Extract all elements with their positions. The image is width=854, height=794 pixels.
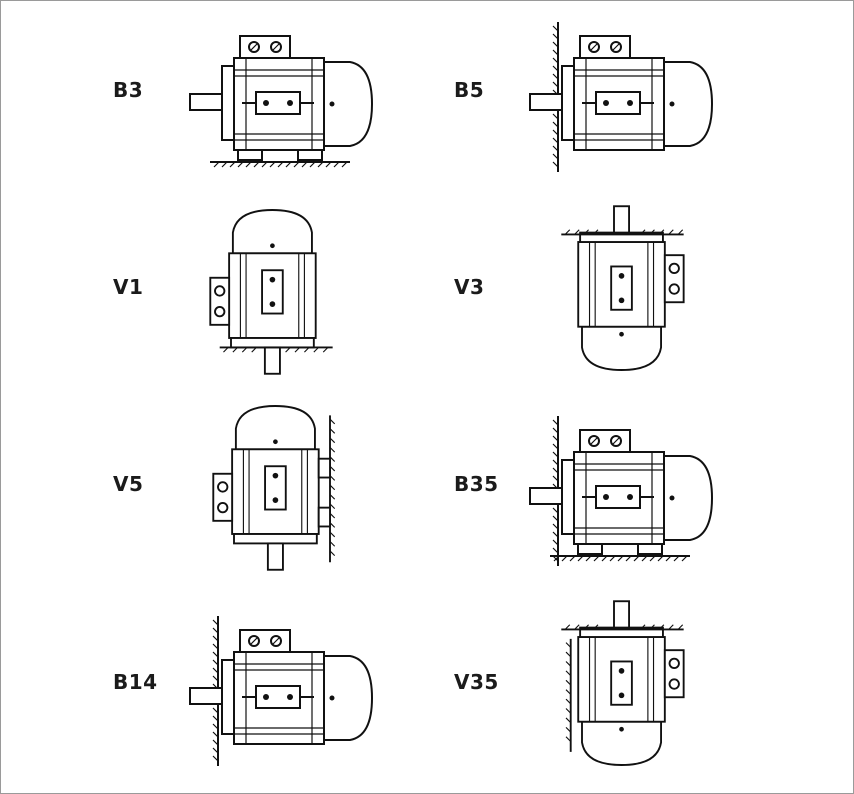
motor-drawing-v35 — [556, 600, 736, 766]
mounting-label-b3: B3 — [113, 78, 144, 102]
mounting-label-v1: V1 — [113, 275, 144, 299]
mounting-label-b35: B35 — [454, 472, 499, 496]
motor-drawing-v5 — [208, 405, 388, 571]
motor-drawing-v3 — [556, 205, 736, 371]
motor-drawing-b14 — [189, 615, 373, 790]
mounting-label-v3: V3 — [454, 275, 485, 299]
motor-drawing-b35 — [529, 415, 713, 590]
mounting-label-v5: V5 — [113, 472, 144, 496]
mounting-label-b5: B5 — [454, 78, 485, 102]
mounting-label-b14: B14 — [113, 670, 158, 694]
motor-drawing-b3 — [189, 35, 373, 196]
motor-drawing-v1 — [205, 209, 385, 375]
mounting-label-v35: V35 — [454, 670, 499, 694]
motor-drawing-b5 — [529, 21, 713, 196]
